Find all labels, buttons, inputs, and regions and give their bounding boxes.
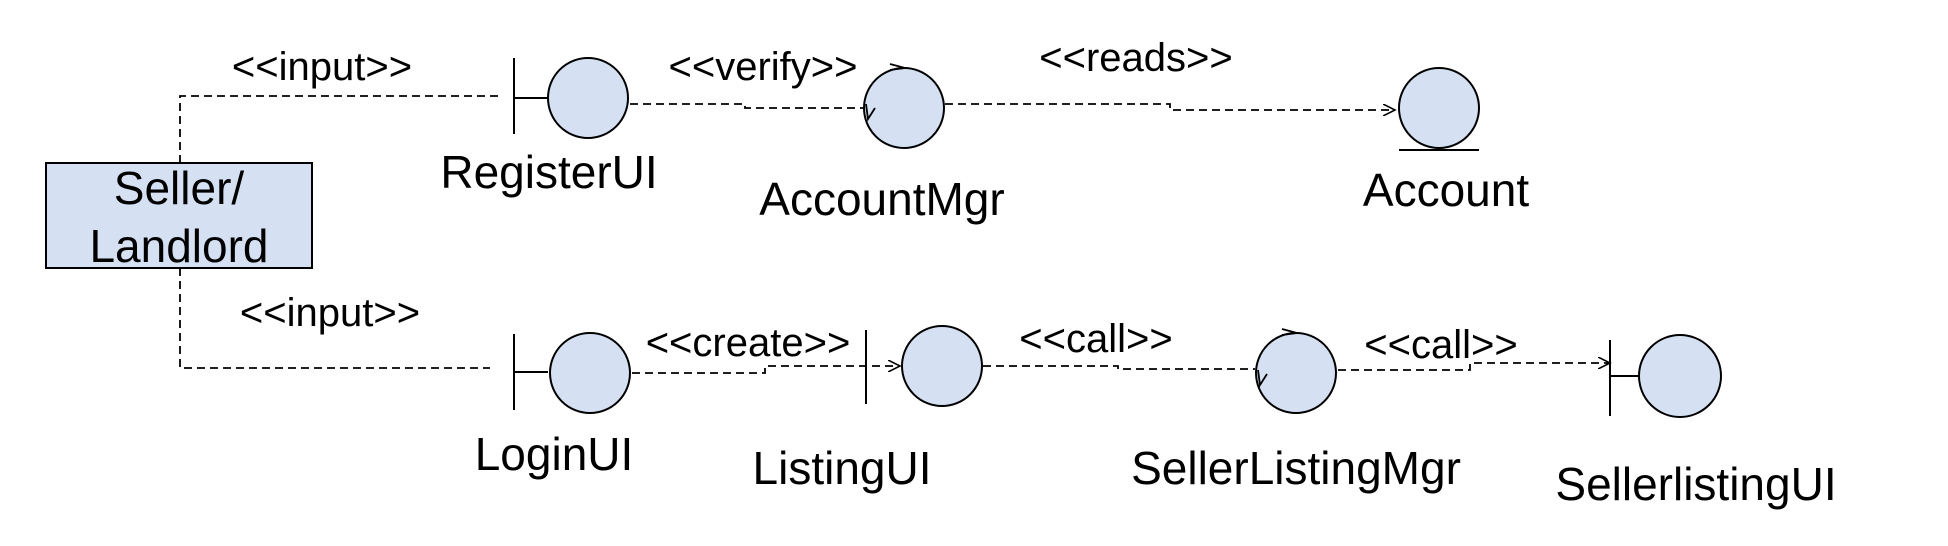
edge-accountmgr-account (945, 103, 1395, 110)
node-label-account: Account (1363, 164, 1529, 216)
node-account: Account (1363, 67, 1529, 216)
node-listingui: ListingUI (753, 325, 983, 494)
boundary-icon (513, 57, 629, 139)
node-label-registerui: RegisterUI (440, 146, 657, 198)
boundary-icon (865, 325, 983, 407)
control-icon (863, 63, 945, 149)
edge-actor-registerui (179, 95, 498, 163)
edge-loginui-listingui (632, 366, 900, 374)
actor-label-line2: Landlord (89, 220, 268, 272)
actor-seller-landlord: Seller/ Landlord (45, 162, 313, 272)
node-label-loginui: LoginUI (475, 428, 634, 480)
node-sellerlistingui: SellerlistingUI (1555, 334, 1837, 510)
edge-sellerlistingmgr-sellerlistingui (1338, 363, 1610, 371)
connectors (179, 95, 1610, 374)
node-registerui: RegisterUI (440, 57, 658, 198)
actor-label-line1: Seller/ (114, 162, 245, 214)
node-label-accountmgr: AccountMgr (759, 173, 1004, 225)
boundary-icon (513, 332, 631, 414)
edge-label-verify: <<verify>> (668, 45, 857, 89)
node-label-sellerlistingmgr: SellerListingMgr (1131, 442, 1461, 494)
edge-label-call-2: <<call>> (1364, 323, 1517, 367)
edge-label-call-1: <<call>> (1019, 317, 1172, 361)
edge-listingui-sellerlistingmgr (983, 365, 1255, 370)
edge-label-create: <<create>> (646, 321, 851, 365)
edge-label-reads: <<reads>> (1039, 36, 1233, 80)
node-label-listingui: ListingUI (753, 442, 932, 494)
node-sellerlistingmgr: SellerListingMgr (1131, 328, 1461, 494)
node-accountmgr: AccountMgr (759, 63, 1005, 225)
node-loginui: LoginUI (475, 332, 634, 480)
edge-label-input-login: <<input>> (240, 291, 420, 335)
control-icon (1255, 328, 1337, 414)
edge-label-input-register: <<input>> (232, 45, 412, 89)
entity-icon (1398, 67, 1480, 151)
boundary-icon (1609, 334, 1722, 418)
edge-registerui-accountmgr (630, 103, 863, 109)
node-label-sellerlistingui: SellerlistingUI (1555, 458, 1836, 510)
edge-labels: <<input>> <<verify>> <<reads>> <<input>>… (232, 36, 1518, 367)
edge-actor-loginui (179, 268, 490, 369)
